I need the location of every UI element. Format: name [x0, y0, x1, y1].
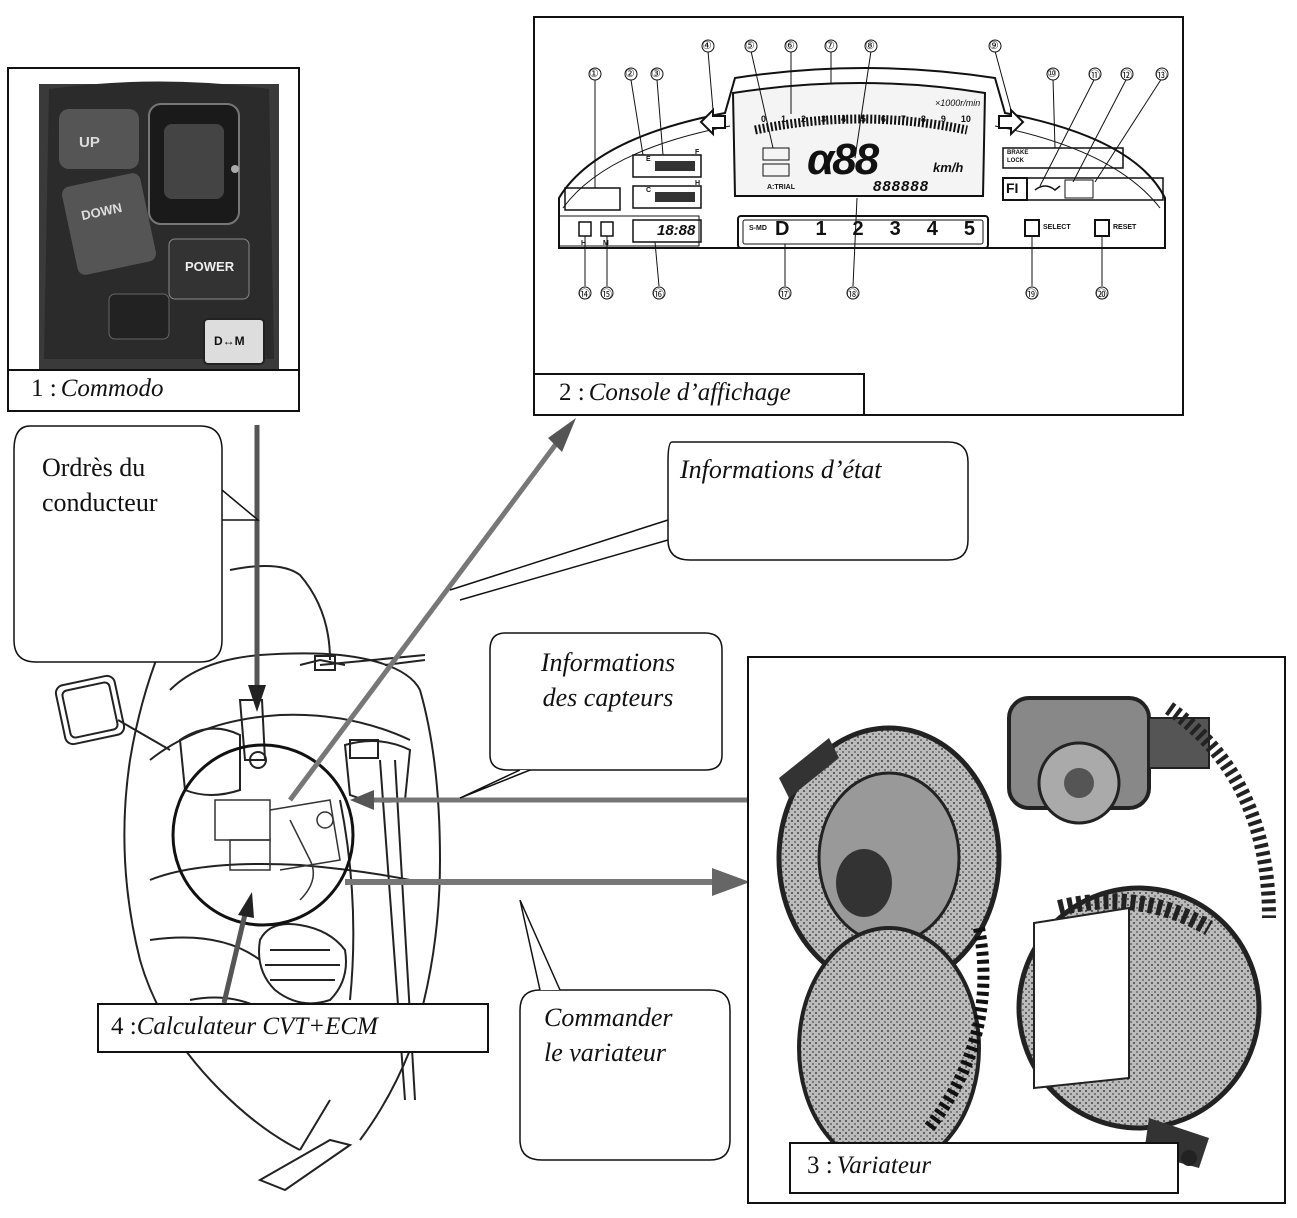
callout-etat: Informations d’état [680, 452, 882, 487]
gear-label: 3 [890, 218, 901, 241]
fi-indicator: FI [1006, 180, 1018, 196]
tacho-tick: 0 [761, 114, 766, 124]
callout-num: ⑭ [579, 286, 590, 302]
commodo-power-text: POWER [185, 259, 234, 274]
temp-cold-label: C [646, 187, 651, 194]
calculateur-label-num: 4 : [111, 1013, 137, 1040]
callout-capteurs-line: Informations [513, 645, 703, 680]
tacho-tick: 4 [841, 114, 846, 124]
reset-button-label: RESET [1113, 224, 1136, 231]
console-caption-num: 2 : [559, 379, 585, 406]
console-caption-name: Console d’affichage [589, 379, 791, 406]
trip-label: A:TRIAL [767, 184, 795, 191]
gear-label: 2 [853, 218, 864, 241]
commodo-dm-text: D↔M [214, 334, 245, 348]
calculateur-label: 4 :Calculateur CVT+ECM [97, 1003, 489, 1053]
brake-lock-label: BRAKE LOCK [1007, 149, 1037, 165]
callout-num: ③ [651, 67, 661, 80]
commodo-up-text: UP [79, 134, 100, 151]
callout-num: ⑱ [847, 286, 858, 302]
callout-num: ② [625, 67, 635, 80]
callout-num: ⑫ [1121, 67, 1132, 83]
console-caption: 2 : Console d’affichage [535, 373, 865, 414]
tacho-tick: 5 [861, 114, 866, 124]
gear-label: 5 [964, 218, 975, 241]
tacho-scale: ×1000r/min [935, 98, 980, 108]
callout-num: ⑨ [989, 39, 999, 52]
callout-ordres-line: Ordrès du [42, 450, 158, 485]
callout-num: ⑪ [1089, 67, 1100, 83]
gear-label: 4 [927, 218, 938, 241]
callout-num: ⑧ [865, 39, 875, 52]
callout-num: ⑩ [1047, 67, 1057, 80]
callout-capteurs-line: des capteurs [513, 680, 703, 715]
commodo-caption-num: 1 : [31, 375, 57, 402]
m-button-label: M [603, 240, 609, 247]
fuel-full-label: F [695, 149, 699, 156]
clock-readout: 18:88 [657, 222, 695, 239]
variateur-caption-name: Variateur [837, 1152, 931, 1179]
callout-num: ⑳ [1096, 286, 1107, 302]
console-frame: α88 km/h ×1000r/min 0 1 2 3 4 5 6 7 8 9 … [533, 16, 1184, 416]
callout-num: ⑯ [653, 286, 664, 302]
fuel-empty-label: E [646, 156, 651, 163]
callout-capteurs: Informations des capteurs [513, 645, 703, 715]
calculateur-label-name: Calculateur CVT+ECM [137, 1013, 378, 1040]
gear-label: D [775, 218, 789, 241]
callout-num: ④ [702, 39, 712, 52]
tacho-tick: 9 [941, 114, 946, 124]
odometer-readout: 888888 [873, 178, 929, 195]
commodo-frame: UP DOWN POWER D↔M 1 : Commodo [7, 67, 300, 412]
mode-label: S-MD [749, 225, 767, 232]
tacho-tick: 2 [801, 114, 806, 124]
callout-ordres: Ordrès du conducteur [42, 450, 158, 520]
gear-indicator: D 1 2 3 4 5 [775, 218, 975, 241]
h-button-label: H [581, 240, 586, 247]
variateur-frame: 3 : Variateur [747, 656, 1286, 1204]
gear-label: 1 [815, 218, 826, 241]
tacho-tick: 7 [901, 114, 906, 124]
calculator-zone-circle [173, 745, 353, 925]
tacho-tick: 6 [881, 114, 886, 124]
commodo-caption-name: Commodo [61, 375, 164, 402]
callout-num: ⑰ [779, 286, 790, 302]
callout-num: ⑤ [745, 39, 755, 52]
tacho-tick: 3 [821, 114, 826, 124]
callout-commander: Commander le variateur [544, 1000, 673, 1070]
commodo-photo [9, 69, 298, 369]
tacho-tick: 8 [921, 114, 926, 124]
callout-commander-line: Commander [544, 1000, 673, 1035]
callout-num: ⑬ [1156, 67, 1167, 83]
variateur-caption-num: 3 : [807, 1152, 833, 1179]
callout-num: ⑲ [1026, 286, 1037, 302]
select-button-label: SELECT [1043, 224, 1071, 231]
callout-num: ⑥ [785, 39, 795, 52]
temp-hot-label: H [695, 180, 700, 187]
callout-num: ① [589, 67, 599, 80]
callout-etat-line: Informations d’état [680, 452, 882, 487]
variateur-photo [749, 658, 1284, 1202]
tacho-tick: 10 [961, 114, 971, 124]
speed-readout: α88 [807, 138, 877, 182]
speed-unit: km/h [933, 160, 963, 175]
tacho-tick: 1 [781, 114, 786, 124]
callout-num: ⑦ [825, 39, 835, 52]
callout-ordres-line: conducteur [42, 485, 158, 520]
variateur-caption: 3 : Variateur [789, 1142, 1179, 1194]
callout-commander-line: le variateur [544, 1035, 673, 1070]
commodo-caption: 1 : Commodo [9, 369, 298, 410]
callout-num: ⑮ [601, 286, 612, 302]
tacho-ticks: 0 1 2 3 4 5 6 7 8 9 10 [761, 114, 971, 124]
